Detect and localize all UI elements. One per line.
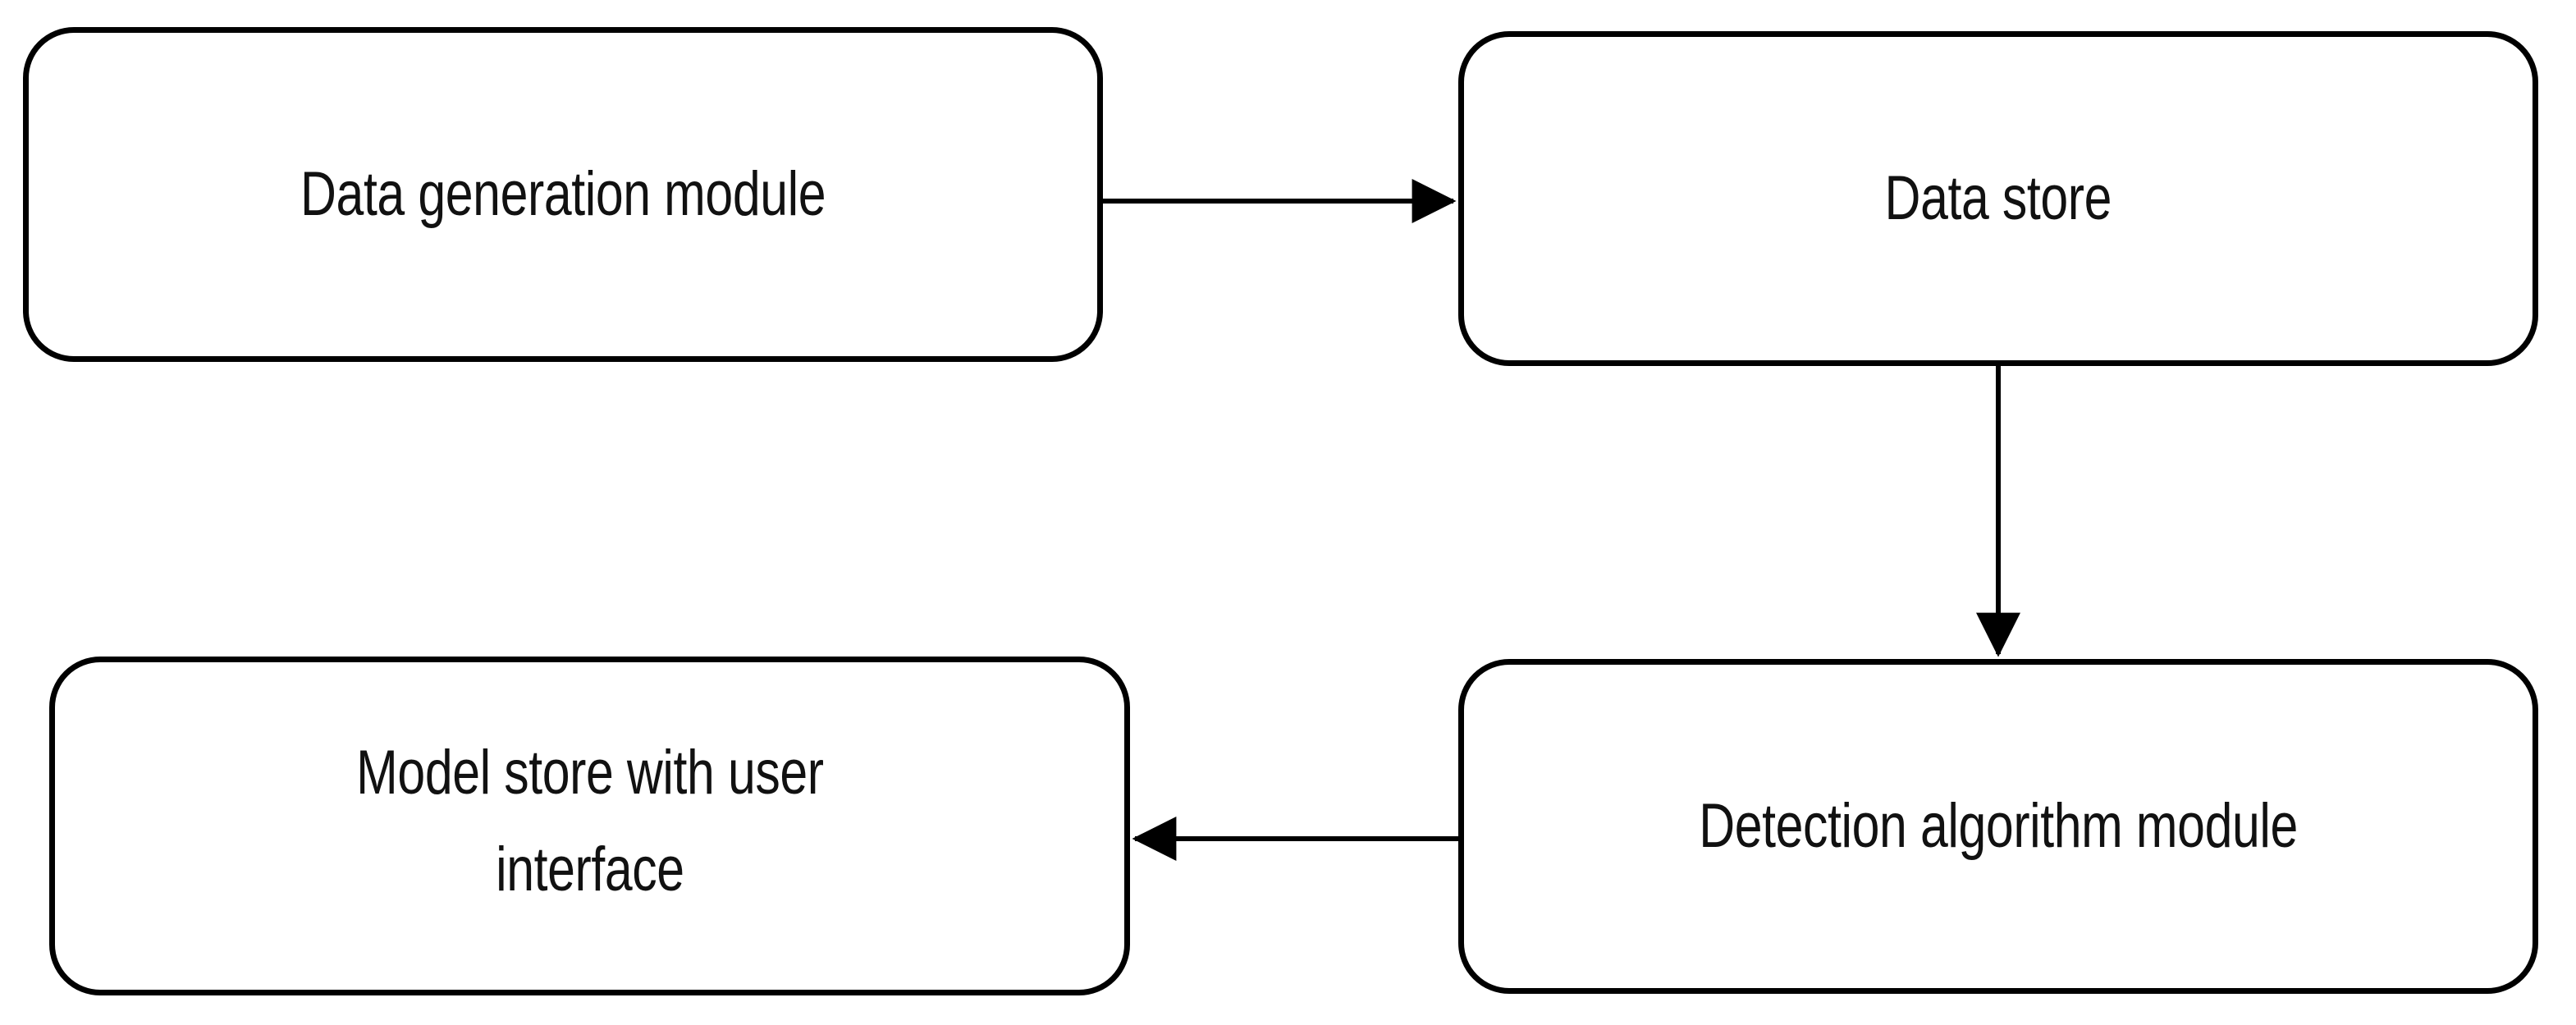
node-detection-algorithm-module[interactable]: Detection algorithm module — [1458, 659, 2538, 994]
node-label-data-store: Data store — [1884, 163, 2112, 234]
node-model-store[interactable]: Model store with user interface — [49, 657, 1130, 995]
node-data-generation-module[interactable]: Data generation module — [23, 27, 1103, 362]
node-label-detection-algorithm-module: Detection algorithm module — [1699, 791, 2298, 862]
node-label-model-store: Model store with user interface — [355, 737, 824, 904]
node-label-data-generation-module: Data generation module — [300, 159, 826, 230]
node-data-store[interactable]: Data store — [1458, 31, 2538, 366]
